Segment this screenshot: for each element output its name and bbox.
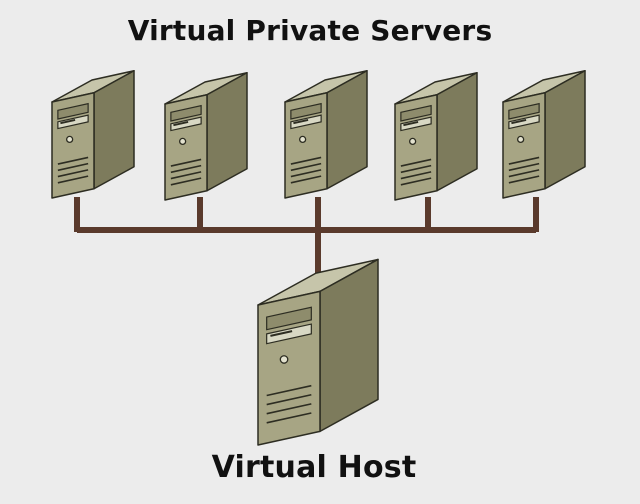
vps-server-1 <box>51 70 135 199</box>
vps-title: Virtual Private Servers <box>127 14 493 47</box>
host-title: Virtual Host <box>211 450 417 485</box>
connector-lines <box>74 197 539 284</box>
vps-server-2 <box>164 72 248 201</box>
virtual-host-server <box>257 258 379 446</box>
vps-server-4 <box>394 72 478 201</box>
vps-server-3 <box>284 70 368 199</box>
vps-server-5 <box>502 70 586 199</box>
